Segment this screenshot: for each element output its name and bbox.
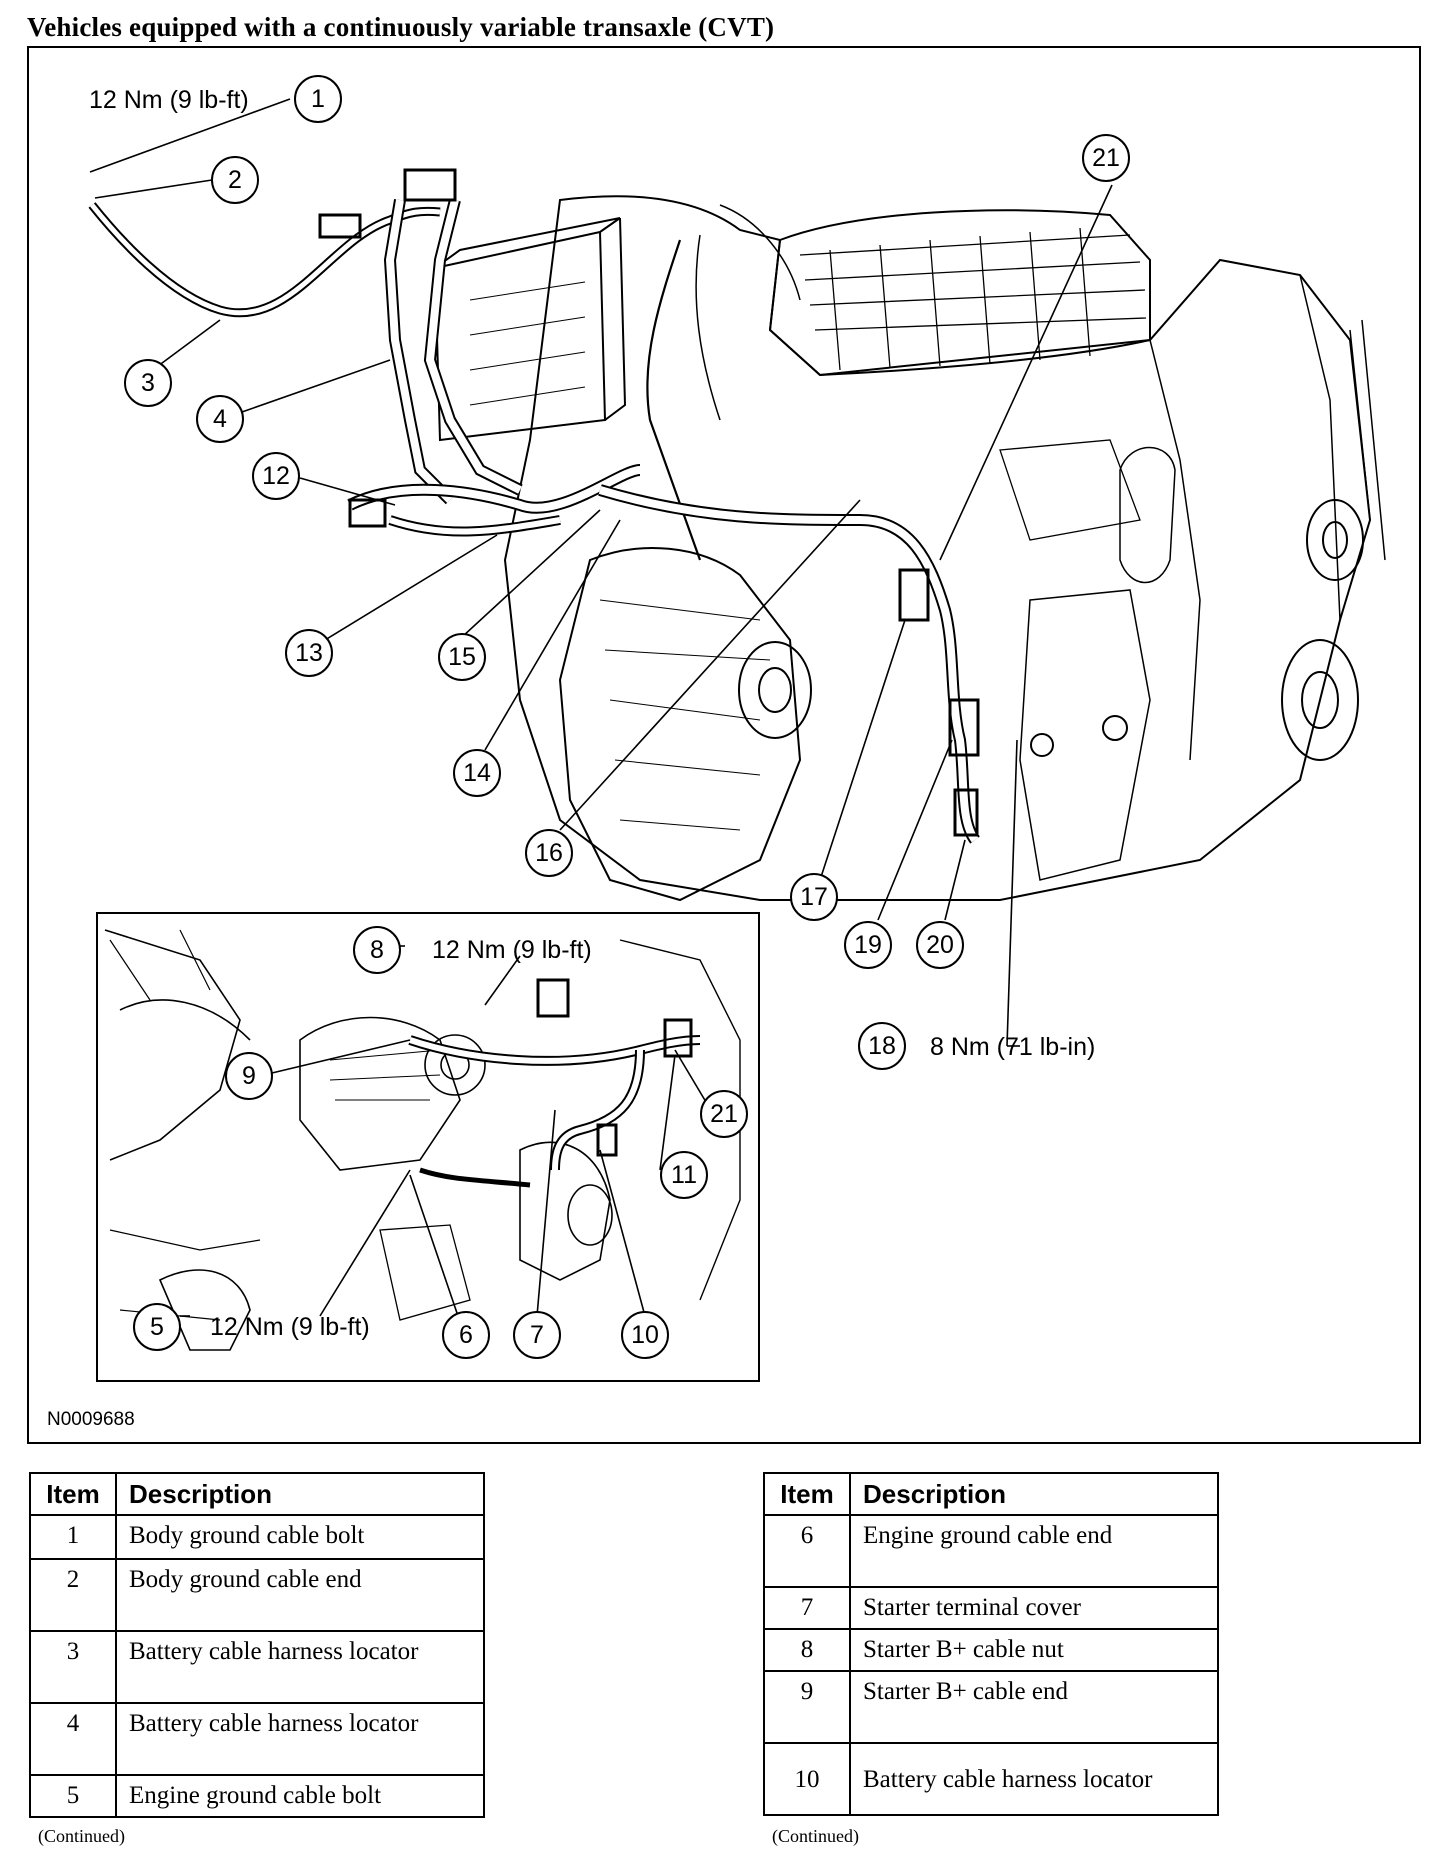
callout-19: 19 — [844, 921, 892, 969]
callout-15: 15 — [438, 633, 486, 681]
torque-label-18: 8 Nm (71 lb-in) — [930, 1033, 1095, 1061]
figure-id: N0009688 — [47, 1409, 135, 1430]
svg-text:4: 4 — [213, 405, 227, 433]
svg-text:7: 7 — [530, 1321, 544, 1349]
table-row: 7 Starter terminal cover — [763, 1586, 1219, 1630]
callout-3: 3 — [124, 359, 172, 407]
item-number: 5 — [29, 1774, 117, 1818]
table-row: 1 Body ground cable bolt — [29, 1514, 485, 1560]
svg-text:14: 14 — [463, 759, 491, 787]
item-description: Body ground cable end — [115, 1558, 485, 1632]
table-row: 2 Body ground cable end — [29, 1558, 485, 1632]
callout-18: 18 — [858, 1022, 906, 1070]
table-row: 8 Starter B+ cable nut — [763, 1628, 1219, 1672]
callout-1: 1 — [294, 75, 342, 123]
item-table-left: Item Description 1 Body ground cable bol… — [29, 1472, 485, 1818]
table-row: 3 Battery cable harness locator — [29, 1630, 485, 1704]
header-item: Item — [763, 1472, 851, 1516]
continued-note-right: (Continued) — [772, 1826, 859, 1846]
callout-circles: 1 2 3 4 12 13 15 14 16 17 19 20 21 18 8 … — [124, 75, 1130, 1359]
battery-cable-harness — [88, 168, 981, 844]
table-row: 5 Engine ground cable bolt — [29, 1774, 485, 1818]
torque-label-5: 12 Nm (9 lb-ft) — [210, 1313, 370, 1341]
svg-text:12: 12 — [262, 462, 290, 490]
svg-text:10: 10 — [631, 1321, 659, 1349]
svg-text:11: 11 — [671, 1161, 697, 1189]
item-number: 10 — [763, 1742, 851, 1816]
diagram-heading: Vehicles equipped with a continuously va… — [27, 12, 775, 42]
table-row: 10 Battery cable harness locator — [763, 1742, 1219, 1816]
callout-9: 9 — [225, 1052, 273, 1100]
item-description: Starter B+ cable nut — [849, 1628, 1219, 1672]
callout-13: 13 — [285, 629, 333, 677]
continued-note-left: (Continued) — [38, 1826, 125, 1846]
svg-text:3: 3 — [141, 369, 155, 397]
callout-14: 14 — [453, 749, 501, 797]
callout-12: 12 — [252, 452, 300, 500]
table-row: 6 Engine ground cable end — [763, 1514, 1219, 1588]
callout-6: 6 — [442, 1311, 490, 1359]
svg-text:8: 8 — [370, 936, 384, 964]
svg-text:18: 18 — [868, 1032, 896, 1060]
item-description: Battery cable harness locator — [115, 1702, 485, 1776]
inset-detail — [96, 912, 760, 1382]
item-number: 2 — [29, 1558, 117, 1632]
header-description: Description — [849, 1472, 1219, 1516]
svg-text:21: 21 — [710, 1100, 738, 1128]
item-table-right: Item Description 6 Engine ground cable e… — [763, 1472, 1219, 1816]
svg-text:1: 1 — [311, 85, 325, 113]
item-description: Starter terminal cover — [849, 1586, 1219, 1630]
svg-text:9: 9 — [242, 1062, 256, 1090]
svg-text:21: 21 — [1092, 144, 1120, 172]
torque-label-1: 12 Nm (9 lb-ft) — [89, 86, 249, 114]
header-item: Item — [29, 1472, 117, 1516]
item-number: 7 — [763, 1586, 851, 1630]
callout-20: 20 — [916, 921, 964, 969]
callout-21-main: 21 — [1082, 134, 1130, 182]
item-number: 6 — [763, 1514, 851, 1588]
diagram-frame — [27, 46, 1421, 1444]
svg-text:17: 17 — [800, 883, 828, 911]
item-description: Battery cable harness locator — [849, 1742, 1219, 1816]
callout-7: 7 — [513, 1311, 561, 1359]
svg-text:6: 6 — [459, 1321, 473, 1349]
svg-text:16: 16 — [535, 839, 563, 867]
svg-text:20: 20 — [926, 931, 954, 959]
item-description: Starter B+ cable end — [849, 1670, 1219, 1744]
svg-text:15: 15 — [448, 643, 476, 671]
callout-17: 17 — [790, 873, 838, 921]
item-number: 4 — [29, 1702, 117, 1776]
svg-text:19: 19 — [854, 931, 882, 959]
callout-8: 8 — [353, 926, 401, 974]
callout-11: 11 — [660, 1151, 708, 1199]
callout-10: 10 — [621, 1311, 669, 1359]
svg-text:2: 2 — [228, 166, 242, 194]
svg-text:5: 5 — [150, 1313, 164, 1341]
item-description: Engine ground cable end — [849, 1514, 1219, 1588]
item-number: 8 — [763, 1628, 851, 1672]
callout-4: 4 — [196, 395, 244, 443]
callout-5: 5 — [133, 1303, 181, 1351]
table-row: 9 Starter B+ cable end — [763, 1670, 1219, 1744]
table-row: 4 Battery cable harness locator — [29, 1702, 485, 1776]
leader-lines — [89, 98, 1113, 1047]
svg-text:13: 13 — [295, 639, 323, 667]
callout-2: 2 — [211, 156, 259, 204]
callout-21-inset: 21 — [700, 1090, 748, 1138]
callout-16: 16 — [525, 829, 573, 877]
item-description: Engine ground cable bolt — [115, 1774, 485, 1818]
item-description: Battery cable harness locator — [115, 1630, 485, 1704]
item-number: 3 — [29, 1630, 117, 1704]
item-description: Body ground cable bolt — [115, 1514, 485, 1560]
item-number: 9 — [763, 1670, 851, 1744]
torque-label-8: 12 Nm (9 lb-ft) — [432, 936, 592, 964]
header-description: Description — [115, 1472, 485, 1516]
item-number: 1 — [29, 1514, 117, 1560]
